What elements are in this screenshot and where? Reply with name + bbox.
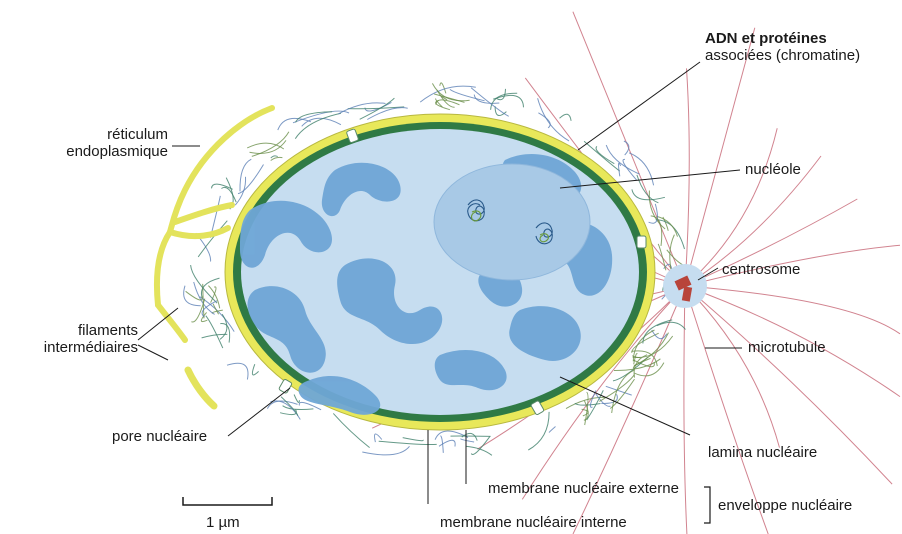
filament-strand [658, 244, 666, 270]
filament-strand [440, 83, 446, 94]
filament-strand [435, 431, 468, 440]
filament-strand [278, 118, 311, 130]
label-microtubule: microtubule [748, 339, 826, 356]
filament-strand [271, 157, 283, 160]
filament-strand [403, 438, 423, 441]
filament-strand [528, 412, 549, 450]
label-membrane-externe: membrane nucléaire externe [488, 480, 679, 497]
label-scale: 1 µm [206, 514, 240, 531]
filament-strand [206, 316, 223, 348]
filament-strand [462, 433, 477, 440]
er-fragment [188, 370, 214, 406]
filament-strand [250, 140, 287, 153]
filament-strand [610, 379, 634, 408]
label-reticulum: réticulum endoplasmique [20, 126, 168, 160]
microtubule-strand [685, 286, 900, 334]
label-reticulum-line2: endoplasmique [20, 143, 168, 160]
label-membrane-interne: membrane nucléaire interne [440, 514, 627, 531]
filament-strand [560, 114, 572, 121]
filament-strand [632, 189, 665, 199]
label-nucleole: nucléole [745, 161, 801, 178]
label-reticulum-line1: réticulum [20, 126, 168, 143]
microtubule-strand [685, 286, 780, 448]
microtubule-strand [685, 28, 755, 286]
label-enveloppe: enveloppe nucléaire [718, 497, 852, 514]
label-adn: ADN et protéines associées (chromatine) [705, 30, 860, 64]
filament-strand [294, 395, 299, 403]
label-adn-line2: associées (chromatine) [705, 47, 860, 64]
label-adn-line1: ADN et protéines [705, 30, 860, 47]
label-pore: pore nucléaire [112, 428, 207, 445]
microtubule-strand [684, 286, 687, 534]
filament-strand [606, 386, 632, 395]
filament-strand [549, 427, 555, 433]
filament-strand [439, 440, 455, 446]
nucleolus [434, 164, 590, 280]
filament-strand [493, 95, 523, 107]
label-filaments: filaments intermédiaires [14, 322, 138, 356]
filament-strand [227, 363, 248, 379]
filament-strand [471, 88, 509, 117]
filament-strand [420, 86, 476, 102]
label-lamina: lamina nucléaire [708, 444, 817, 461]
microtubule-strand [685, 68, 689, 286]
filament-strand [643, 320, 672, 344]
label-filaments-line2: intermédiaires [14, 339, 138, 356]
filament-strand [619, 163, 621, 176]
filament-strand [461, 439, 474, 442]
envelope-bracket [704, 487, 710, 523]
filament-strand [213, 304, 218, 314]
filament-strand [240, 159, 251, 191]
filament-strand [375, 434, 382, 442]
label-centrosome: centrosome [722, 261, 800, 278]
filament-strand [220, 314, 227, 339]
label-filaments-line1: filaments [14, 322, 138, 339]
filament-strand [220, 323, 229, 342]
scale-bar [183, 497, 272, 505]
filament-strand [221, 187, 236, 202]
filament-strand [283, 406, 314, 410]
filament-strand [252, 364, 258, 375]
